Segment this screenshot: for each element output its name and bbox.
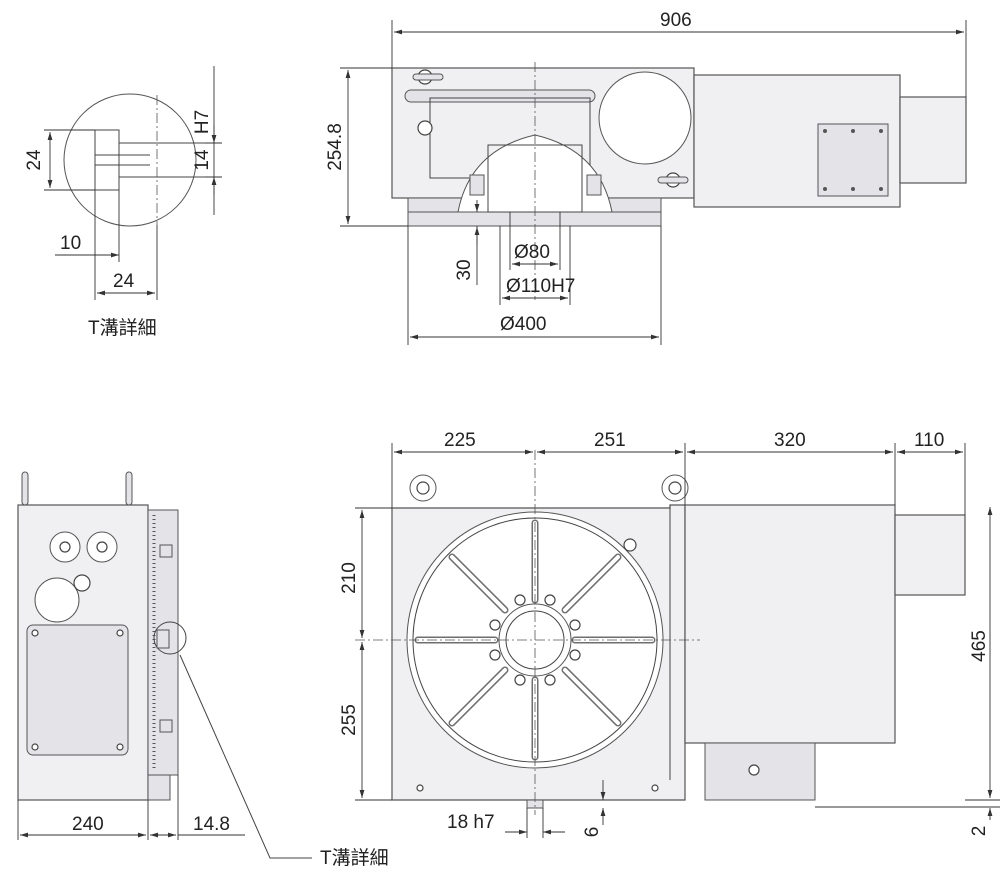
tslot-fit-label: H7	[192, 110, 213, 134]
front-seg4-label: 110	[914, 430, 944, 451]
side-depth-label: 240	[72, 814, 104, 835]
tslot-width-label: 24	[113, 271, 135, 292]
tslot-detail-top	[44, 66, 222, 300]
side-view	[17, 471, 312, 859]
tslot-height-label: 24	[24, 149, 45, 171]
front-key-label: 18 h7	[447, 812, 495, 833]
top-table-dia-label: Ø400	[500, 314, 546, 335]
top-depth-label: 30	[454, 259, 475, 280]
top-view	[340, 20, 967, 345]
tslot-neck-label: 14	[192, 149, 213, 171]
front-total-height-label: 465	[969, 630, 990, 662]
front-lower-label: 255	[339, 704, 360, 736]
tslot-offset-label: 10	[60, 233, 81, 254]
front-seg3-label: 320	[774, 430, 806, 451]
front-upper-label: 210	[339, 562, 360, 594]
top-length-label: 906	[660, 10, 692, 31]
top-bore-small-label: Ø80	[514, 242, 550, 263]
front-key-depth-label: 6	[582, 827, 603, 838]
front-seg1-label: 225	[444, 430, 476, 451]
front-base-gap-label: 2	[969, 826, 990, 837]
front-seg2-label: 251	[594, 430, 626, 451]
side-caption: T溝詳細	[320, 847, 389, 869]
front-view	[355, 443, 1000, 838]
side-offset-label: 14.8	[193, 814, 230, 835]
tslot-caption-top: T溝詳細	[88, 317, 157, 339]
top-height-label: 254.8	[325, 123, 346, 171]
top-bore-fit-label: Ø110H7	[506, 276, 575, 297]
